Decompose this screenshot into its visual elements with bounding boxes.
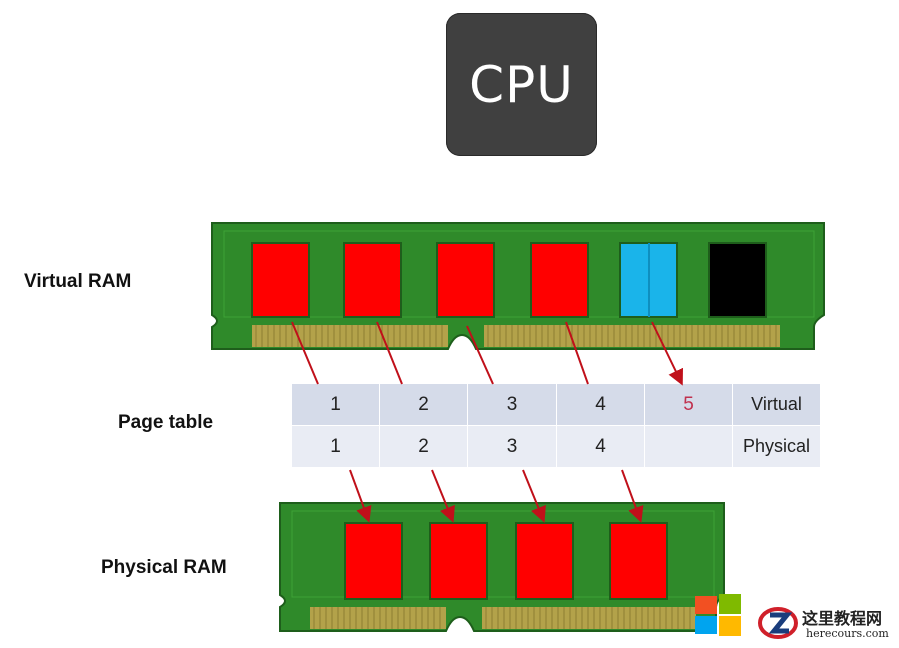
windows-logo-yellow [719,616,741,636]
virtual-ram-pins-left [252,325,448,347]
virtual-ram-module [211,222,825,350]
page-table-physical-1: 1 [292,426,380,468]
watermark-title: 这里教程网 [802,609,883,628]
page-table-physical-header: Physical [733,426,821,468]
watermark-swirl-icon [758,607,798,639]
page-table-physical-2: 2 [380,426,468,468]
windows-logo-blue [695,616,717,634]
page-table-physical-4: 4 [557,426,645,468]
cpu-label: CPU [469,55,574,114]
virtual-ram-label: Virtual RAM [24,271,132,292]
windows-logo-red [695,596,717,614]
watermark-url: herecours.com [806,627,889,640]
virtual-page-2 [343,242,402,318]
cpu-box: CPU [446,13,597,156]
page-table-virtual-4: 4 [557,384,645,426]
watermark-logo [695,594,798,639]
page-table-label: Page table [118,412,214,433]
physical-page-4 [609,522,668,600]
page-table-physical-5 [645,426,733,468]
virtual-page-6 [708,242,767,318]
page-table-virtual-header: Virtual [733,384,821,426]
physical-page-1 [344,522,403,600]
physical-ram-label: Physical RAM [101,557,227,578]
page-table-physical-3: 3 [468,426,557,468]
virtual-page-1 [251,242,310,318]
windows-logo-green [719,594,741,614]
physical-page-3 [515,522,574,600]
physical-page-2 [429,522,488,600]
physical-ram-pins-right [482,607,696,629]
page-table-virtual-5: 5 [645,384,733,426]
virtual-page-3 [436,242,495,318]
page-table-virtual-3: 3 [468,384,557,426]
page-table: 1 2 3 4 5 Virtual 1 2 3 4 Physical [292,384,821,468]
virtual-page-4 [530,242,589,318]
page-table-virtual-1: 1 [292,384,380,426]
physical-ram-module [279,502,725,632]
page-table-virtual-2: 2 [380,384,468,426]
physical-ram-pins-left [310,607,446,629]
